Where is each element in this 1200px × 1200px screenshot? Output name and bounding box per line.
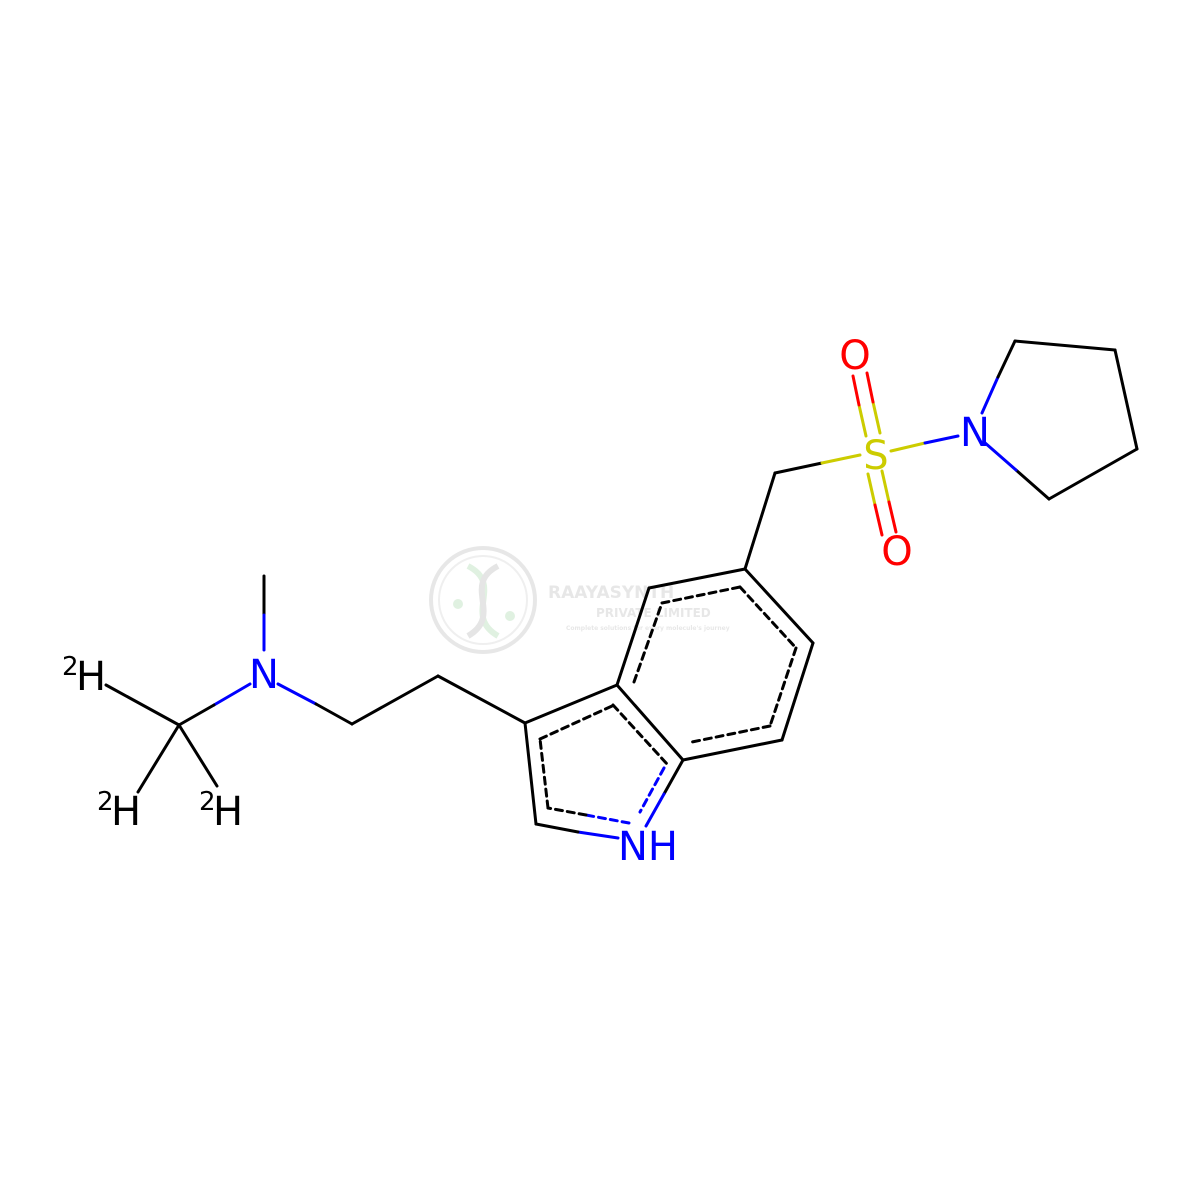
bond-c3a-c7a [615, 683, 685, 762]
atom-n-amine: N [249, 652, 279, 698]
bond-c-d2 [136, 723, 181, 794]
bond-c7-c7a-dash [690, 724, 772, 744]
atom-oxygen-top: O [839, 333, 870, 379]
bond-c3-c3a [523, 683, 619, 725]
bond-pyr-c5-n-n [982, 440, 1018, 472]
atom-d1-isotope: 2 [62, 652, 79, 682]
bond-pyr-c5-n [1014, 468, 1051, 501]
bond-c2-c3-dash [538, 737, 550, 810]
dna-helix-icon [429, 546, 537, 654]
bond-s-n-n [923, 434, 960, 445]
bond-n1-c2-dash [546, 806, 588, 817]
bond-c-d1 [104, 683, 181, 727]
bond-n-cd3-n [212, 682, 252, 707]
bond-pyr-c4-c5 [1047, 447, 1139, 501]
atom-d3-isotope: 2 [199, 787, 216, 817]
atom-labels: N 2 H 2 H 2 H NH S O O N [62, 333, 990, 870]
bond-ch2-s [773, 461, 824, 475]
bond-s-o-bot-s-a [866, 472, 877, 507]
bond-n1-c2 [534, 822, 580, 834]
bond-c-d3 [177, 723, 219, 788]
atom-d2-isotope: 2 [97, 787, 114, 817]
bond-n-cd3-c [177, 703, 216, 727]
atom-d1: H [76, 654, 106, 700]
bond-s-o-top-s-b [871, 400, 882, 435]
bond-chain-2 [436, 674, 527, 725]
bond-n-ch2-n [276, 682, 318, 706]
atom-d2: H [111, 789, 141, 835]
bond-c3-c3a-dash [538, 704, 614, 741]
watermark-tagline: Complete solutions for every molecule's … [566, 625, 730, 632]
bond-c6-c7 [780, 641, 815, 742]
atom-n-pyrrolidine: N [960, 410, 990, 456]
atom-n-indole: NH [618, 824, 678, 870]
bond-s-o-bot-o-a [873, 503, 884, 537]
bond-ch2-s-s [820, 453, 862, 465]
watermark-subtitle: PRIVATE LIMITED [596, 606, 711, 620]
bond-pyr-n-c2-n [980, 375, 1000, 415]
bond-c5-c6 [743, 567, 815, 645]
bond-c2-c3 [523, 721, 538, 826]
bond-c3a-c7a-dash [611, 703, 669, 766]
bond-s-o-top-o-a [851, 374, 861, 407]
bond-s-o-top-s-a [857, 403, 868, 438]
bond-c7a-n1 [662, 758, 685, 796]
bond-c6-c7-dash [768, 646, 798, 728]
bond-chain-1 [350, 674, 440, 726]
watermark: RAAYASYNTH PRIVATE LIMITED Complete solu… [429, 546, 730, 654]
bond-c4-c5 [647, 567, 747, 590]
bond-s-o-bot-o-b [887, 500, 898, 534]
bond-n-ch2-c [314, 702, 354, 726]
bond-s-o-top-o-b [865, 371, 875, 404]
bond-c3a-c4 [615, 586, 651, 687]
bonds [104, 339, 1139, 840]
bond-c3a-c4-dash [632, 601, 664, 684]
bond-c7-c7a [681, 738, 784, 762]
watermark-company: RAAYASYNTH [548, 583, 674, 603]
bond-c7a-n1-n [644, 792, 666, 828]
bond-s-o-bot-s-b [880, 469, 891, 504]
bond-c5-c6-dash [738, 585, 798, 650]
bond-c4-c5-dash [660, 585, 742, 605]
bond-pyr-n-c2 [996, 339, 1017, 379]
bond-s-n-s [889, 441, 927, 453]
bond-n1-c2-n [576, 830, 620, 840]
bond-c5-ch2 [743, 471, 777, 571]
bond-pyr-c2-c3 [1013, 339, 1117, 352]
bond-pyr-c3-c4 [1113, 348, 1139, 451]
bond-n1-c2-dash-n [584, 813, 631, 825]
atom-oxygen-bottom: O [881, 529, 912, 575]
atom-sulfur: S [863, 433, 888, 479]
atom-d3: H [213, 789, 243, 835]
bond-c7a-n1-dash [638, 766, 666, 814]
